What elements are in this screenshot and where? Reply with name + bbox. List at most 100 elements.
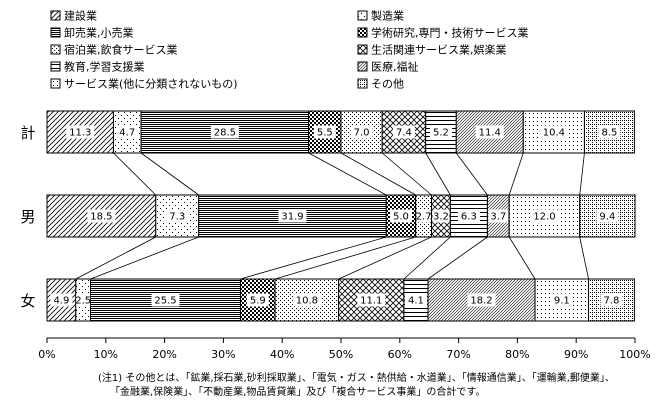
connector-line xyxy=(425,152,451,196)
data-label-1-7: 3.7 xyxy=(490,212,506,223)
x-tick-label-7: 70% xyxy=(446,348,470,361)
data-label-2-3: 5.9 xyxy=(250,296,266,307)
data-label-1-6: 6.3 xyxy=(461,212,477,223)
data-label-0-4: 7.0 xyxy=(354,128,370,139)
data-label-bg xyxy=(166,209,189,223)
connector-line xyxy=(75,236,156,280)
data-label-bg xyxy=(488,209,509,223)
connector-line xyxy=(508,236,536,280)
data-label-1-9: 9.4 xyxy=(599,212,615,223)
x-tick-label-4: 40% xyxy=(270,348,294,361)
legend-label-8: サービス業(他に分類されないもの) xyxy=(64,78,238,91)
data-label-bg xyxy=(467,293,496,307)
bar-segment-2-2 xyxy=(90,278,241,322)
legend-swatch-7 xyxy=(357,61,368,72)
data-label-0-1: 4.7 xyxy=(119,128,135,139)
data-label-bg xyxy=(313,125,336,139)
data-label-bg xyxy=(278,209,307,223)
data-label-bg xyxy=(598,125,621,139)
connector-lines xyxy=(75,152,589,280)
legend-swatch-1 xyxy=(357,10,368,21)
data-label-0-5: 7.4 xyxy=(396,128,412,139)
connector-line xyxy=(340,152,416,196)
data-label-1-0: 18.5 xyxy=(90,212,112,223)
x-tick-label-1: 10% xyxy=(94,348,118,361)
legend: 建設業製造業卸売業,小売業学術研究,専門・技術サービス業宿泊業,飲食サービス業生… xyxy=(50,9,529,91)
connector-line xyxy=(427,236,488,280)
data-label-2-4: 10.8 xyxy=(296,296,318,307)
data-label-2-9: 7.8 xyxy=(604,296,620,307)
connector-line xyxy=(240,236,387,280)
data-label-bg xyxy=(350,125,373,139)
legend-label-2: 卸売業,小売業 xyxy=(64,26,134,40)
data-label-0-2: 28.5 xyxy=(214,128,236,139)
connector-line xyxy=(90,236,199,280)
data-label-bg xyxy=(600,293,623,307)
category-label-0: 計 xyxy=(20,124,35,142)
data-label-bg xyxy=(457,209,480,223)
legend-swatch-4 xyxy=(50,44,61,55)
legend-label-9: その他 xyxy=(371,78,404,91)
legend-label-4: 宿泊業,飲食サービス業 xyxy=(64,43,178,57)
category-label-2: 女 xyxy=(20,292,35,310)
data-label-bg xyxy=(539,125,568,139)
data-label-bg xyxy=(416,209,431,223)
legend-swatch-3 xyxy=(357,27,368,38)
x-tick-label-2: 20% xyxy=(152,348,176,361)
connector-line xyxy=(308,152,387,196)
data-label-0-6: 5.2 xyxy=(433,128,449,139)
data-label-2-7: 18.2 xyxy=(470,296,492,307)
data-label-bg xyxy=(429,125,452,139)
legend-label-1: 製造業 xyxy=(371,9,404,23)
data-label-bg xyxy=(210,125,239,139)
data-label-bg xyxy=(87,209,116,223)
category-labels: 計男女 xyxy=(20,124,35,310)
data-label-2-6: 4.1 xyxy=(408,296,424,307)
data-label-2-2: 25.5 xyxy=(154,296,176,307)
data-label-bg xyxy=(475,125,504,139)
connector-line xyxy=(140,152,199,196)
note-line-2: 「金融業,保険業」、「不動産業,物品賃貸業」及び「複合サービス事業」の合計です。 xyxy=(110,387,486,398)
data-label-bg xyxy=(292,293,321,307)
data-label-1-5: 3.2 xyxy=(433,212,449,223)
legend-swatch-0 xyxy=(50,10,61,21)
legend-swatch-2 xyxy=(50,27,61,38)
data-label-2-8: 9.1 xyxy=(554,296,570,307)
data-label-bg xyxy=(246,293,269,307)
connector-line xyxy=(113,152,157,196)
x-tick-label-9: 90% xyxy=(564,348,588,361)
data-label-0-9: 8.5 xyxy=(601,128,617,139)
legend-label-0: 建設業 xyxy=(64,9,97,23)
connector-line xyxy=(338,236,432,280)
data-label-bg xyxy=(596,209,619,223)
x-tick-label-5: 50% xyxy=(329,348,353,361)
connector-line xyxy=(579,152,585,196)
legend-swatch-6 xyxy=(50,61,61,72)
x-tick-label-3: 30% xyxy=(211,348,235,361)
data-label-bg xyxy=(76,293,91,307)
data-label-bg xyxy=(66,125,95,139)
legend-swatch-9 xyxy=(357,78,368,89)
legend-label-3: 学術研究,専門・技術サービス業 xyxy=(371,26,529,40)
connector-line xyxy=(508,152,524,196)
note-line-1: (注1) その他とは、「鉱業,採石業,砂利採取業」、「電気・ガス・熱供給・水道業… xyxy=(98,373,615,384)
data-label-bg xyxy=(550,293,573,307)
data-label-bg xyxy=(530,209,559,223)
data-label-bg xyxy=(50,293,73,307)
data-label-1-2: 31.9 xyxy=(281,212,303,223)
x-tick-label-0: 0% xyxy=(38,348,55,361)
data-label-1-3: 5.0 xyxy=(393,212,409,223)
connector-line xyxy=(455,152,488,196)
x-tick-label-10: 100% xyxy=(619,348,650,361)
data-label-1-1: 7.3 xyxy=(169,212,185,223)
data-label-bg xyxy=(151,293,180,307)
data-label-0-0: 11.3 xyxy=(69,128,91,139)
data-label-2-0: 4.9 xyxy=(53,296,69,307)
data-label-2-1: 2.5 xyxy=(75,296,91,307)
data-label-0-8: 10.4 xyxy=(543,128,565,139)
data-label-0-3: 5.5 xyxy=(317,128,333,139)
data-label-bg xyxy=(389,209,412,223)
legend-label-7: 医療,福祉 xyxy=(371,60,419,74)
data-label-1-4: 2.7 xyxy=(416,212,432,223)
